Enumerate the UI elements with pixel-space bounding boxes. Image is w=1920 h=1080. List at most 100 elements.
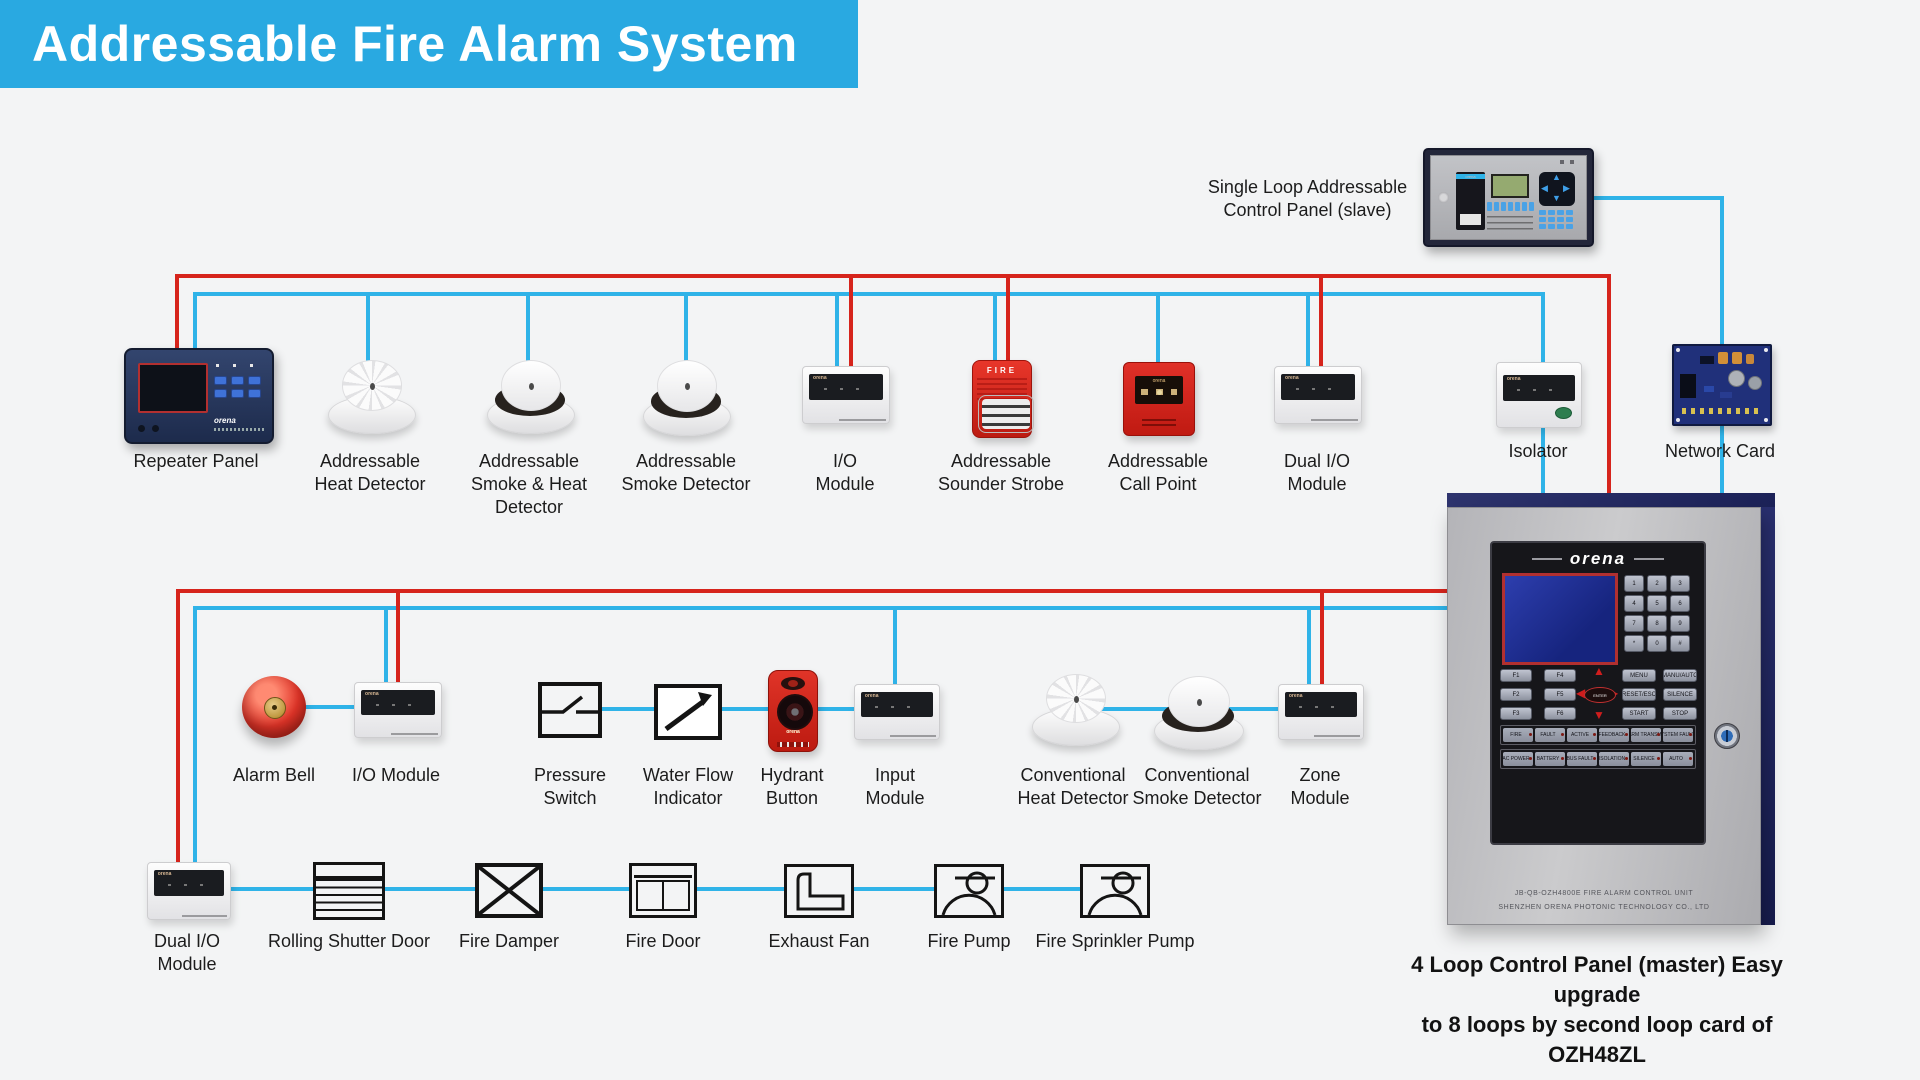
brand-logo: orena (365, 691, 379, 698)
wire-blue (193, 606, 197, 867)
mode-button: SILENCE (1663, 688, 1697, 701)
brand-logo: orena (1506, 375, 1521, 382)
wire-blue (1306, 292, 1310, 372)
exhaust-fan-symbol (784, 864, 854, 918)
repeater-leds (216, 364, 260, 367)
brand-logo: orena (1288, 693, 1303, 700)
addressable-smoke-detector-device (643, 360, 731, 438)
addressable-heat-detector-device (328, 360, 416, 436)
indicator-button: ALARM TRANSMIT (1631, 728, 1661, 742)
slave-key (1548, 224, 1555, 229)
wire-blue (526, 292, 530, 368)
page-title: Addressable Fire Alarm System (32, 16, 798, 72)
slave-arrow-pad: ▲▼ ◀▶ (1539, 172, 1575, 206)
wire-blue (684, 292, 688, 368)
screw (1438, 192, 1449, 203)
wire-blue (1156, 292, 1160, 368)
function-key: F1 (1500, 669, 1532, 682)
wire-blue (384, 606, 388, 686)
input-module-device: orena (854, 684, 940, 740)
slave-key (1548, 217, 1555, 222)
indicator-button: SILENCE (1631, 752, 1661, 766)
fire-damper-symbol (475, 863, 543, 918)
menu-button: START (1622, 707, 1656, 720)
menu-button: MENU (1622, 669, 1656, 682)
slave-key (1566, 217, 1573, 222)
slave-key (1557, 210, 1564, 215)
sounder-strobe-device: FIRE (972, 360, 1034, 438)
pressure-switch-symbol (538, 682, 602, 738)
keypad-key: 3 (1670, 575, 1690, 592)
indicator-button: BATTERY (1535, 752, 1565, 766)
wire-red (1607, 274, 1611, 496)
wire-red (1319, 274, 1323, 372)
brand-logo: orena (1569, 549, 1627, 568)
label-fire-door: Fire Door (625, 931, 701, 951)
label-alarm-bell: Alarm Bell (232, 765, 316, 785)
slave-key (1539, 217, 1546, 222)
dual-io-module-2-device: orena (147, 862, 231, 920)
indicator-button: ISOLATION (1599, 752, 1629, 766)
keypad-key: * (1624, 635, 1644, 652)
wire-blue (193, 606, 1452, 610)
panel-print-line-2: SHENZHEN ORENA PHOTONIC TECHNOLOGY CO., … (1498, 904, 1710, 911)
keypad-key: 2 (1647, 575, 1667, 592)
conventional-heat-detector-device (1032, 674, 1120, 748)
brand-logo: orena (864, 693, 879, 700)
mode-button: STOP (1663, 707, 1697, 720)
wire-red (175, 274, 1611, 278)
function-key: F4 (1544, 669, 1576, 682)
indicator-row-1: FIREFAULTACTIVEFEEDBACKALARM TRANSMITSYS… (1500, 725, 1696, 745)
slave-control-panel-device: orena ▲▼ ◀▶ (1423, 148, 1594, 247)
hydrant-button-device: orena (768, 670, 818, 752)
wire-red (176, 589, 1452, 593)
indicator-button: FIRE (1503, 728, 1533, 742)
slave-key (1501, 202, 1506, 211)
hydrant-button-circle (777, 694, 813, 730)
slave-key (1566, 210, 1573, 215)
conventional-smoke-detector-device (1154, 676, 1244, 752)
keypad-key: 8 (1647, 615, 1667, 632)
keypad-key: 0 (1647, 635, 1667, 652)
wire-red (1320, 589, 1324, 688)
slave-key (1539, 210, 1546, 215)
slave-key (1557, 217, 1564, 222)
wire-blue (1307, 606, 1311, 688)
repeater-key (248, 376, 261, 385)
brand-logo: orena (1456, 174, 1485, 179)
label-io-module-2: I/O Module (351, 765, 441, 785)
key-lock (1714, 723, 1740, 749)
master-panel-caption: 4 Loop Control Panel (master) Easy upgra… (1411, 952, 1783, 1067)
wire-red (175, 274, 179, 352)
smoke-heat-detector-device (487, 360, 575, 436)
wire-red (1006, 274, 1010, 366)
repeater-panel-device: orena (124, 348, 274, 444)
label-rolling-shutter: Rolling Shutter Door (267, 931, 431, 951)
slave-key (1487, 202, 1492, 211)
network-card-device (1672, 344, 1772, 426)
indicator-button: FAULT (1535, 728, 1565, 742)
function-key: F2 (1500, 688, 1532, 701)
label-sprinkler-pump: Fire Sprinkler Pump (1035, 931, 1195, 951)
wire-blue (993, 292, 997, 366)
wire-red (849, 274, 853, 372)
keypad-key: 4 (1624, 595, 1644, 612)
indicator-button: FEEDBACK (1599, 728, 1629, 742)
indicator-button: SYSTEM FAULT (1663, 728, 1693, 742)
repeater-key (214, 376, 227, 385)
wire-red (396, 589, 400, 686)
slave-key (1548, 210, 1555, 215)
